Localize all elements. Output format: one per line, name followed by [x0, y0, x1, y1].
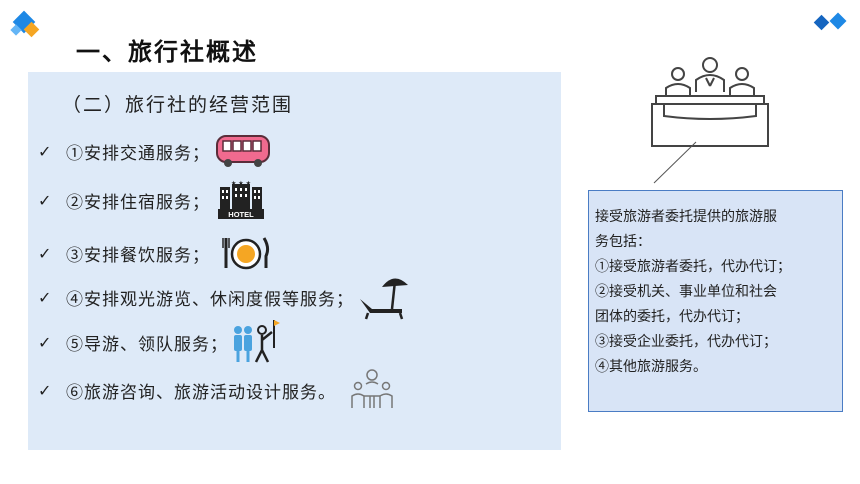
- service-text: ①安排交通服务；: [66, 143, 210, 164]
- beach-chair-icon: [360, 278, 408, 320]
- service-item: ✓ ③安排餐饮服务；: [38, 237, 272, 270]
- check-icon: ✓: [38, 380, 52, 400]
- service-item: ✓ ⑥旅游咨询、旅游活动设计服务。: [38, 369, 398, 408]
- svg-text:★ ★ ★: ★ ★ ★: [231, 180, 251, 187]
- meeting-icon: [651, 57, 769, 147]
- info-line: 接受旅游者委托提供的旅游服: [595, 209, 777, 225]
- check-icon: ✓: [38, 287, 52, 307]
- page-title: 一、旅行社概述: [76, 38, 258, 66]
- info-line: ①接受旅游者委托，代办代订；: [595, 259, 791, 275]
- service-text: ⑥旅游咨询、旅游活动设计服务。: [66, 382, 336, 403]
- info-line: 务包括：: [595, 234, 651, 250]
- info-box: 接受旅游者委托提供的旅游服 务包括： ①接受旅游者委托，代办代订； ②接受机关、…: [588, 190, 843, 412]
- service-text: ②安排住宿服务；: [66, 192, 210, 213]
- info-line: ④其他旅游服务。: [595, 359, 707, 375]
- dining-icon: [222, 237, 270, 270]
- section-subtitle: （二）旅行社的经营范围: [62, 94, 294, 116]
- check-icon: ✓: [38, 332, 52, 352]
- info-line: ③接受企业委托，代办代订；: [595, 334, 777, 350]
- hotel-icon: ★ ★ ★ HOTEL: [218, 180, 264, 219]
- service-text: ⑤导游、领队服务；: [66, 334, 228, 355]
- info-line: 团体的委托，代办代订；: [595, 309, 749, 325]
- service-text: ④安排观光游览、休闲度假等服务；: [66, 289, 354, 310]
- logo-diamond-right-icon: [813, 12, 847, 31]
- services-panel: [28, 72, 561, 450]
- service-item: ✓ ④安排观光游览、休闲度假等服务；: [38, 278, 412, 320]
- service-text: ③安排餐饮服务；: [66, 245, 210, 266]
- check-icon: ✓: [38, 190, 52, 210]
- info-line: ②接受机关、事业单位和社会: [595, 284, 777, 300]
- check-icon: ✓: [38, 141, 52, 161]
- consultation-icon: [351, 369, 393, 408]
- tour-guide-icon: [234, 320, 280, 363]
- service-item: ✓ ②安排住宿服务； ★ ★ ★ HOTEL: [38, 180, 266, 219]
- check-icon: ✓: [38, 243, 52, 263]
- logo-diamond-icon: [10, 10, 40, 38]
- bus-icon: [216, 135, 270, 167]
- service-item: ✓ ①安排交通服务；: [38, 135, 272, 167]
- service-item: ✓ ⑤导游、领队服务；: [38, 320, 282, 363]
- hotel-icon-label: HOTEL: [228, 210, 254, 219]
